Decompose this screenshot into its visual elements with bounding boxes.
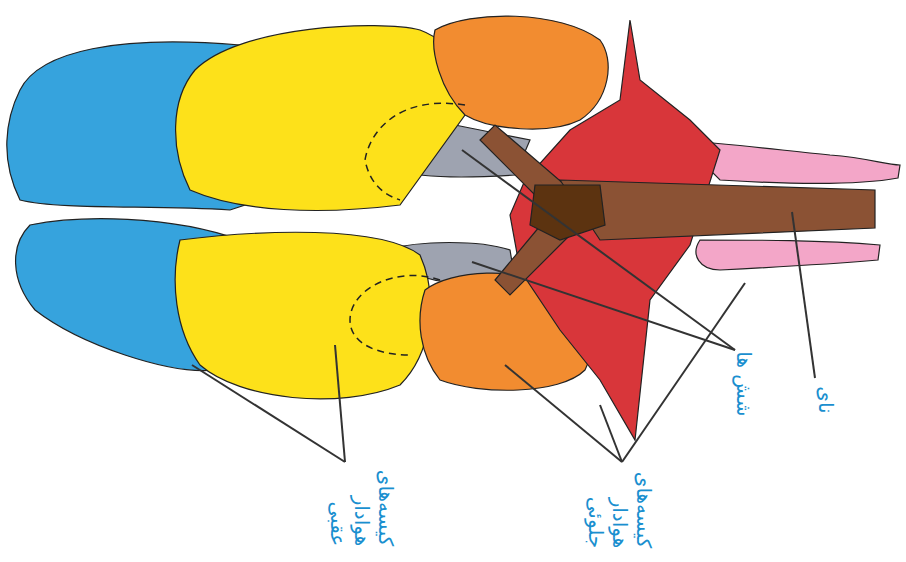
part-label: کیسه‌های هوادار جلوئی [584,472,656,548]
posterior-thoracic-sac [176,26,467,211]
leader-line [505,365,622,462]
syrinx [530,185,605,240]
anterior-air-sac [434,16,608,129]
leader-line [472,262,735,350]
part-label: کیسه‌های هوادار عقبی [326,470,398,546]
leader-line [792,212,815,378]
posterior-thoracic-sac [175,232,430,399]
dashed-outline [365,103,465,200]
leader-line [462,150,735,350]
pink-air-sac [696,240,880,270]
trachea [560,180,875,240]
part-label: شش ها [732,351,756,416]
part-label: نای [814,386,838,413]
leader-line [335,345,345,462]
leader-line [192,365,345,462]
leader-line [622,283,745,462]
dashed-outline [350,276,440,355]
